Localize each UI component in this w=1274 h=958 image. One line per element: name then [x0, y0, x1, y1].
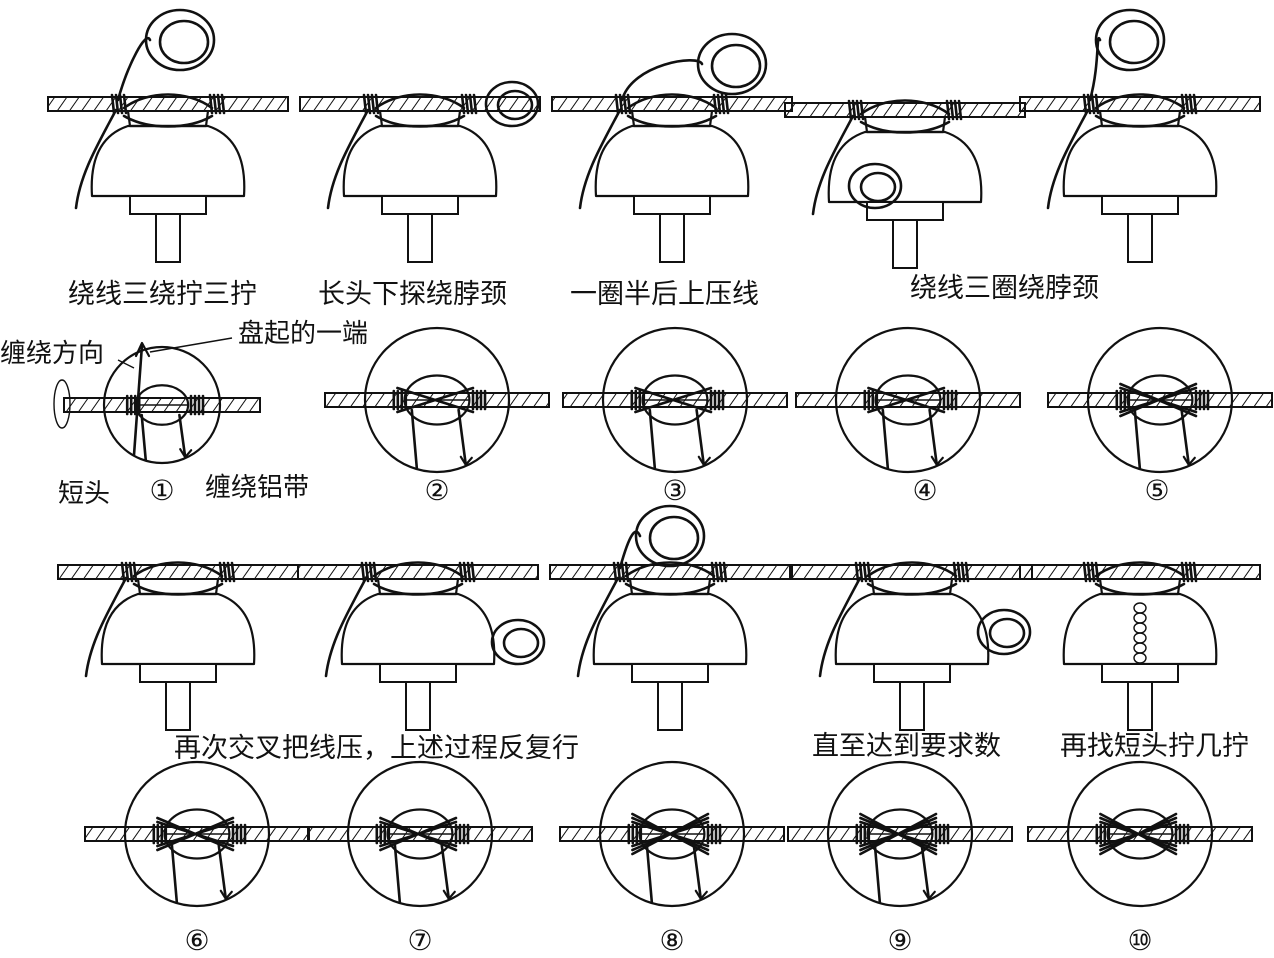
label-aluminum-tape: 缠绕铝带 [205, 473, 310, 503]
step-number-4: ④ [912, 474, 938, 507]
insulator-side-step-4 [784, 99, 1026, 269]
insulator-side-step-5 [1019, 8, 1261, 263]
step-number-2: ② [424, 474, 450, 507]
insulator-side-step-10 [1019, 561, 1261, 731]
insulator-top-step-3 [562, 326, 788, 474]
insulator-top-step-8 [559, 760, 785, 908]
step-number-5: ⑤ [1144, 474, 1170, 507]
insulator-top-step-2 [324, 326, 550, 474]
insulator-top-step-6 [84, 760, 310, 908]
step-number-1: ① [149, 474, 175, 507]
insulator-top-step-7 [307, 760, 533, 908]
insulator-side-step-6 [57, 561, 299, 731]
caption-twist-short-end: 再找短头拧几拧 [1060, 731, 1249, 762]
step-number-10: ⑩ [1127, 924, 1153, 957]
caption-step-4-5: 绕线三圈绕脖颈 [910, 273, 1099, 304]
insulator-side-step-8 [549, 504, 791, 731]
insulator-top-step-1 [63, 345, 261, 465]
step-number-6: ⑥ [184, 924, 210, 957]
caption-step-1: 绕线三绕拧三拧 [68, 279, 257, 310]
label-short-end: 短头 [58, 479, 111, 509]
insulator-side-step-9 [791, 561, 1033, 731]
insulator-side-step-2 [299, 80, 541, 263]
insulator-side-step-3 [551, 32, 793, 263]
label-winding-direction: 缠绕方向 [0, 339, 105, 369]
insulator-top-step-5 [1047, 326, 1273, 474]
caption-until-count: 直至达到要求数 [812, 731, 1001, 762]
step-number-3: ③ [662, 474, 688, 507]
insulator-side-step-1 [47, 8, 289, 263]
caption-step-2: 长头下探绕脖颈 [318, 279, 507, 310]
caption-repeat-process: 再次交叉把线压，上述过程反复行 [174, 733, 579, 764]
winding-direction-arrow [53, 337, 233, 457]
step-number-7: ⑦ [407, 924, 433, 957]
insulator-side-step-7 [297, 561, 546, 731]
insulator-top-step-10 [1027, 760, 1253, 908]
insulator-top-step-9 [787, 760, 1013, 908]
step-number-9: ⑨ [887, 924, 913, 957]
insulator-top-step-4 [795, 326, 1021, 474]
step-number-8: ⑧ [659, 924, 685, 957]
caption-step-3: 一圈半后上压线 [570, 279, 759, 310]
label-coiled-end: 盘起的一端 [238, 319, 369, 349]
